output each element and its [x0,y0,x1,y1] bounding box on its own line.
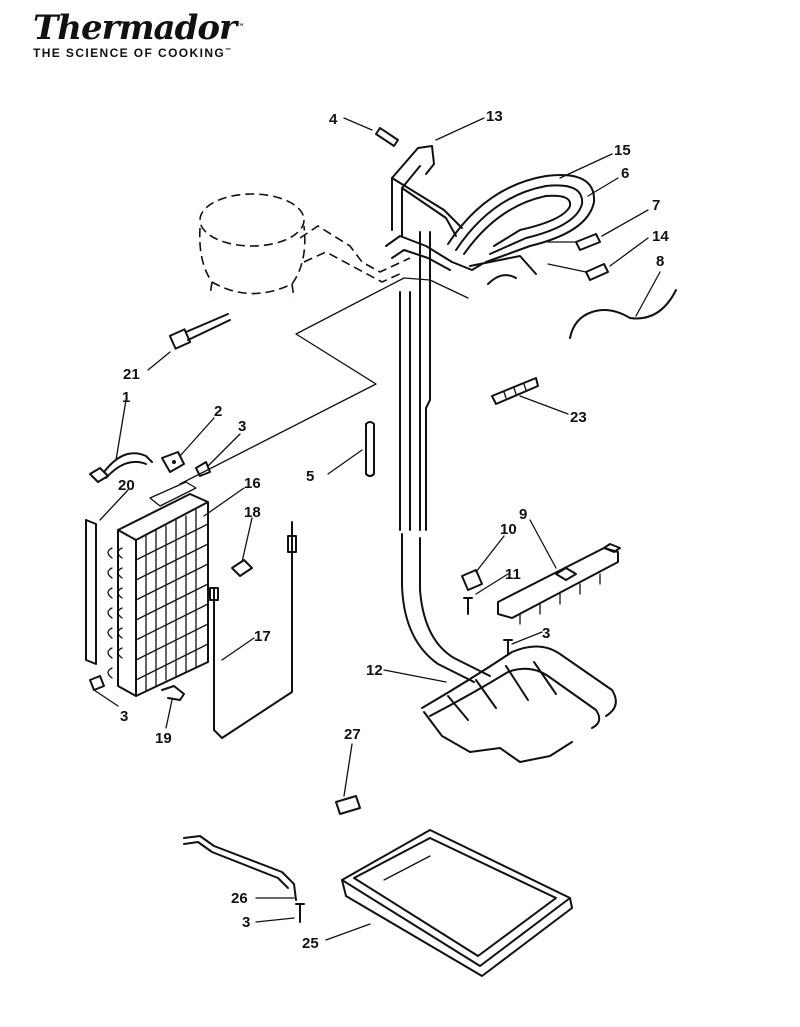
label-part-11: 10 [500,521,517,538]
loop-tubing [447,174,596,285]
compressor-tubing [299,225,411,283]
main-tubing-assembly [385,145,483,531]
part-7-shape [575,233,601,251]
label-part-18: 18 [244,504,261,521]
label-part-16: 16 [244,475,261,492]
part-3-screw-middle [503,639,513,655]
label-part-3-middle: 3 [542,625,550,642]
evaporator-coil [107,481,209,697]
label-part-20: 20 [118,477,135,494]
part-26-tube [183,835,297,901]
label-part-15: 15 [614,142,631,159]
part-3-screw-bottom-center [295,903,305,923]
part-3-screw-top [195,461,211,477]
part-17-wire [209,521,297,739]
part-14-guide-line [547,263,587,273]
part-18-shape [231,559,253,577]
part-2-shape [161,451,185,473]
label-part-26: 26 [231,890,248,907]
part-5-shape [365,421,375,477]
part-4-shape [375,127,399,147]
label-part-1: 1 [122,389,130,406]
tubing-routing-lines [179,277,469,485]
label-part-14: 14 [652,228,669,245]
brand-tagline-mark: ™ [225,48,232,54]
label-part-25: 25 [302,935,319,952]
part-8-wire [569,289,677,339]
brand-name-mark: ™ [235,23,245,33]
part-1-harness [89,452,153,483]
label-part-23: 23 [570,409,587,426]
label-part-3-bottom: 3 [242,914,250,931]
part-11-shape [461,569,483,591]
brand-name: Thermador™ [33,8,245,48]
label-part-21: 21 [123,366,140,383]
label-part-13: 13 [486,108,503,125]
label-part-6: 6 [621,165,629,182]
label-part-19: 19 [155,730,172,747]
part-labels: 4 13 15 6 7 14 8 21 1 2 3 20 16 18 5 23 … [118,108,669,952]
brand-name-text: Thermador [33,8,237,48]
label-part-17: 17 [254,628,271,645]
label-part-3-top: 3 [238,418,246,435]
part-21-shape [168,313,231,350]
label-part-27: 27 [344,726,361,743]
part-12-screw [463,597,473,615]
brand-tagline: THE SCIENCE OF COOKING™ [33,46,244,60]
part-19-shape [161,685,185,701]
brand-tagline-text: THE SCIENCE OF COOKING [33,46,226,60]
label-part-9: 12 [366,662,383,679]
leader-lines [93,117,661,941]
label-part-7: 7 [652,197,660,214]
part-10-bracket [497,543,621,625]
label-part-4: 4 [329,111,338,128]
part-14-shape [585,263,609,281]
part-20-bracket [85,519,97,665]
brand-logo: Thermador™ THE SCIENCE OF COOKING™ [33,8,245,60]
label-part-5: 5 [306,468,314,485]
compressor-outline [198,193,306,299]
label-part-10: 9 [519,506,527,523]
label-part-3-bottom-left: 3 [120,708,128,725]
drain-pan [341,829,573,977]
defrost-heater [401,533,617,763]
label-part-8: 8 [656,253,664,270]
label-part-2: 2 [214,403,222,420]
part-3-screw-bottom [89,675,105,691]
part-23-shape [491,377,539,405]
part-27-shape [335,795,361,815]
label-part-12: 11 [505,566,521,583]
